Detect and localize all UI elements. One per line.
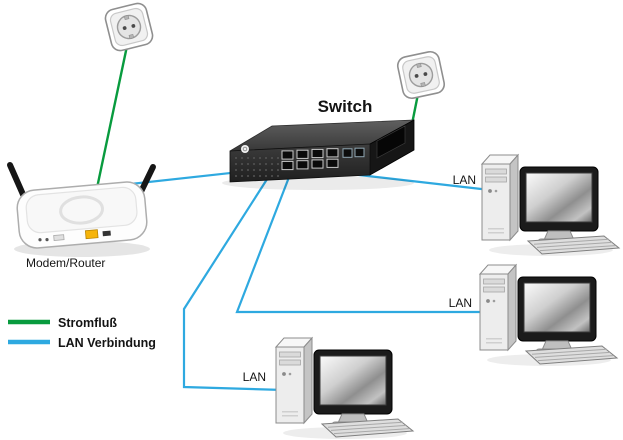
- pc-1: [481, 154, 620, 257]
- modem-router-device: [7, 162, 156, 257]
- lan-line-switch-to-pc-3: [182, 172, 285, 392]
- legend: Stromfluß LAN Verbindung: [8, 316, 156, 350]
- switch-ports: [281, 147, 365, 171]
- modem-router-label: Modem/Router: [26, 256, 105, 270]
- pc-2: [479, 264, 618, 367]
- wall-outlet-top-left: [102, 0, 156, 54]
- lan-label-3: LAN: [243, 370, 266, 384]
- pc-3: [275, 337, 414, 440]
- switch-device: [222, 119, 415, 190]
- switch-logo: [241, 145, 249, 153]
- vent-grill: [235, 153, 279, 178]
- lan-line-switch-to-pc-2: [235, 171, 484, 314]
- legend-power-label: Stromfluß: [58, 316, 117, 330]
- lan-label-2: LAN: [449, 296, 472, 310]
- antenna-left: [7, 162, 28, 202]
- lan-label-1: LAN: [453, 173, 476, 187]
- switch-label: Switch: [318, 97, 373, 116]
- ethernet-port: [84, 229, 99, 240]
- legend-lan-label: LAN Verbindung: [58, 336, 156, 350]
- wall-outlet-right: [395, 49, 447, 101]
- power-line-outlet-to-modem: [95, 45, 129, 189]
